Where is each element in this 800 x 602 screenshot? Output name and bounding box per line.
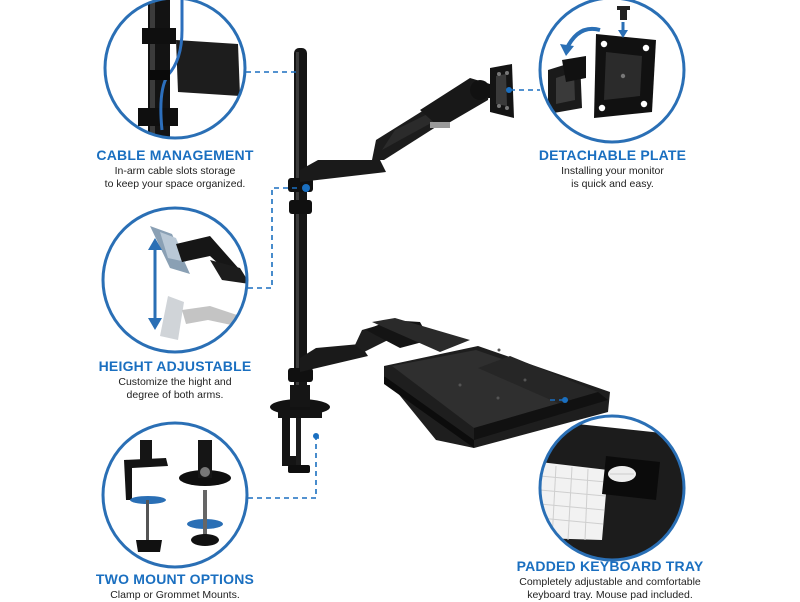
desk-mount-stand — [270, 48, 610, 473]
clamp-base — [270, 385, 330, 473]
cable-dot — [302, 184, 310, 192]
feature-description: Completely adjustable and comfortable ke… — [519, 576, 701, 601]
leader-mount — [248, 437, 322, 499]
feature-title: CABLE MANAGEMENT — [96, 147, 254, 163]
keyboard-icon — [540, 462, 608, 541]
feature-height-adjustable: HEIGHT ADJUSTABLE Customize the hight an… — [90, 358, 260, 402]
feature-description: Installing your monitor is quick and eas… — [561, 165, 664, 190]
cable-management-detail — [103, 0, 247, 140]
feature-title: TWO MOUNT OPTIONS — [95, 571, 255, 587]
feature-detachable-plate: DETACHABLE PLATE Installing your monitor… — [530, 147, 695, 191]
height-adjustable-detail — [101, 206, 249, 354]
feature-cable-management: CABLE MANAGEMENT In-arm cable slots stor… — [90, 147, 260, 191]
vesa-plate-icon — [594, 34, 656, 118]
feature-title: PADDED KEYBOARD TRAY — [516, 558, 704, 574]
detachable-plate-detail — [538, 0, 686, 144]
clamp-icon — [124, 440, 168, 552]
feature-padded-keyboard-tray: PADDED KEYBOARD TRAY Completely adjustab… — [505, 558, 715, 602]
upper-monitor-arm — [300, 78, 498, 182]
feature-description: In-arm cable slots storage to keep your … — [104, 165, 246, 190]
keyboard-tray-detail — [538, 414, 686, 562]
feature-description: Customize the hight and degree of both a… — [118, 376, 232, 401]
feature-title: DETACHABLE PLATE — [538, 147, 687, 163]
feature-two-mount-options: TWO MOUNT OPTIONS Clamp or Grommet Mount… — [90, 571, 260, 602]
vesa-head — [490, 64, 514, 118]
feature-title: HEIGHT ADJUSTABLE — [98, 358, 252, 374]
mount-options-detail — [101, 421, 249, 569]
keyboard-tray — [372, 318, 610, 448]
grommet-icon — [179, 440, 231, 546]
feature-description: Clamp or Grommet Mounts. — [110, 589, 240, 601]
height-arrow-icon — [148, 238, 162, 330]
leader-height — [248, 187, 300, 289]
mouse-icon — [608, 466, 636, 482]
pole — [294, 48, 307, 393]
